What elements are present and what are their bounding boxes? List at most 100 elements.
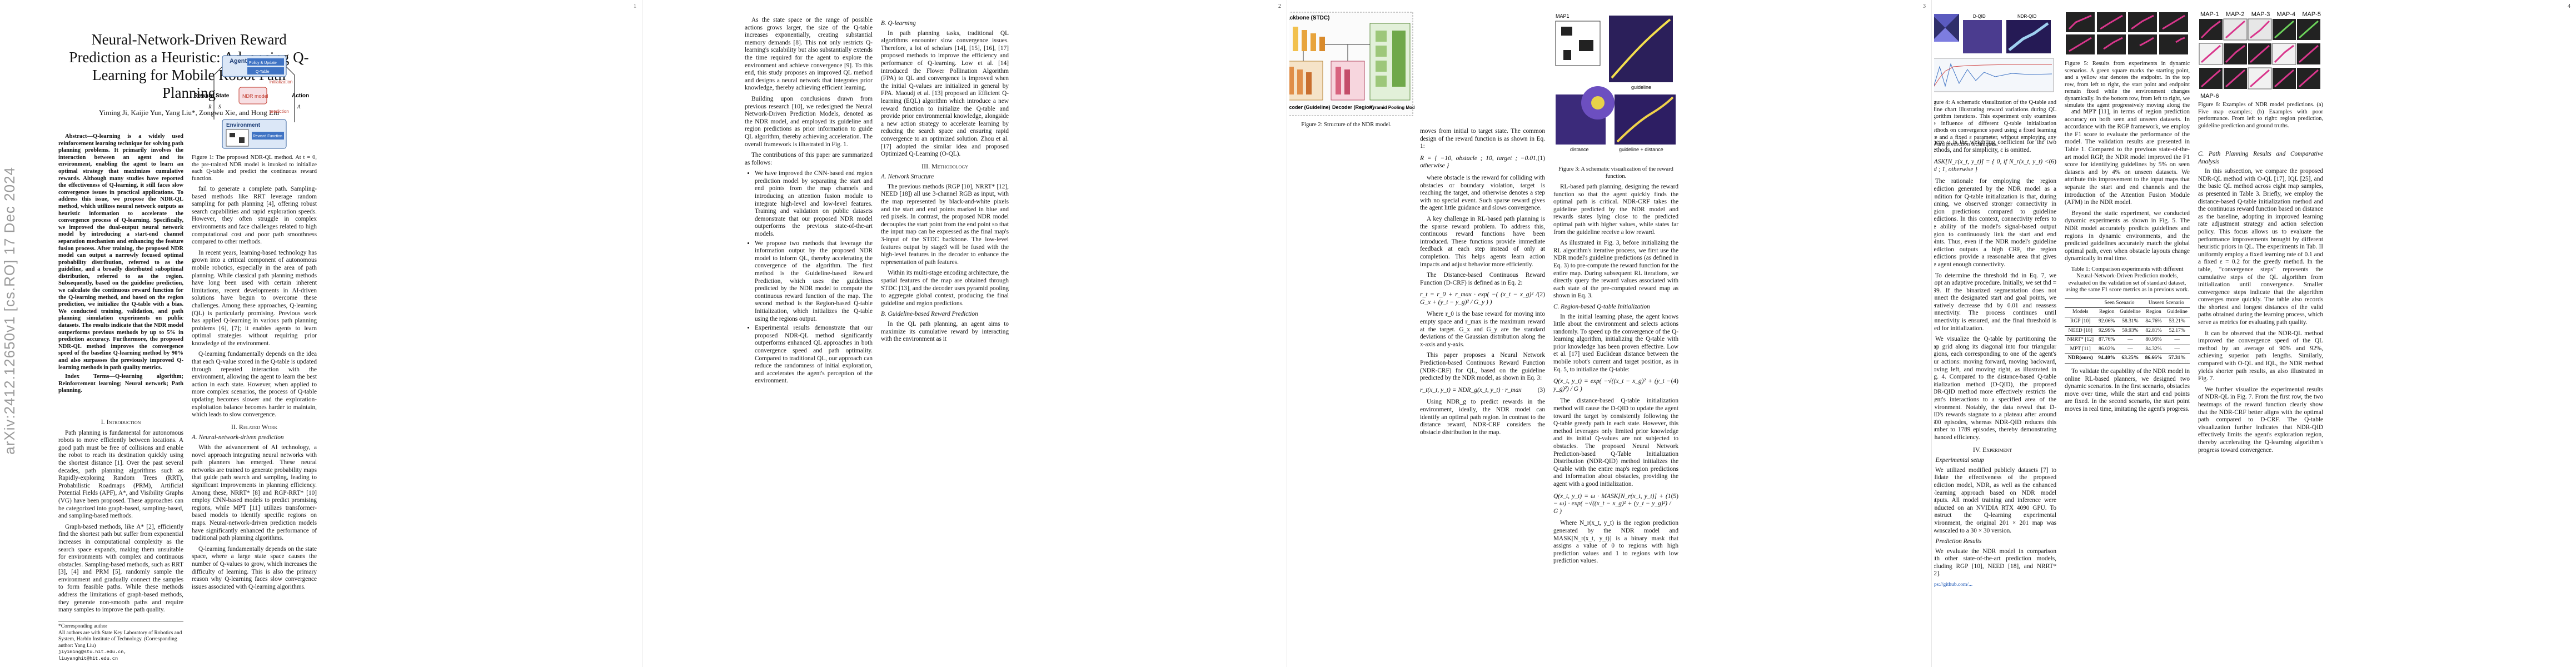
ndr-qid-region xyxy=(2008,22,2049,51)
table-cell: 59.93% xyxy=(2117,326,2143,336)
ndr-qid-reward-line xyxy=(1934,64,2052,87)
figure-6: MAP-1 MAP-2 MAP-3 MAP-4 MAP-5 xyxy=(2198,11,2323,139)
equation-4-number: (4) xyxy=(1671,378,1678,385)
r-symbol: R xyxy=(208,104,212,109)
figure-2: Backbone (STDC) Decoder (Guideline) Deco… xyxy=(1289,11,1414,289)
equation-4: Q(x_t, y_t) = exp( −√((x_t − x_g)² + (y_… xyxy=(1553,378,1678,393)
table-header: Guideline xyxy=(2117,307,2143,317)
predicted-path xyxy=(2299,69,2319,88)
table-cell: 86.02% xyxy=(2096,344,2118,354)
paragraph: As the state space or the range of possi… xyxy=(745,17,873,92)
decoder-guideline-label: Decoder (Guideline) xyxy=(1289,104,1331,110)
paragraph: moves from initial to target state. The … xyxy=(1420,128,1545,150)
table-row: NEED [18]92.99%59.93%82.81%52.17% xyxy=(2065,326,2190,336)
obstacle xyxy=(1563,50,1571,60)
figure-1-diagram: Agent Policy & Update Q-Table initializa… xyxy=(194,55,309,149)
ndr-model-box xyxy=(238,87,267,104)
subsection-heading: A. Neural-network-driven prediction xyxy=(192,434,284,441)
table-cell: 86.66% xyxy=(2142,354,2165,364)
paragraph: We further visualize the experimental re… xyxy=(2198,386,2323,454)
figure-2-caption: Figure 2: Structure of the NDR model. xyxy=(1301,122,1392,128)
figure-5-caption: Figure 5: Results from experiments in dy… xyxy=(2065,61,2190,111)
guideline-label: guideline xyxy=(1631,84,1651,90)
predicted-path xyxy=(2200,20,2221,39)
paragraph: Where N_r(x_t, y_t) is the region predic… xyxy=(1553,520,1678,565)
equation-1-body: R = { −10, obstacle ; 10, target ; −0.01… xyxy=(1420,155,1538,170)
figure-1: Agent Policy & Update Q-Table initializa… xyxy=(192,53,314,153)
ppm-label: Pyramid Pooling Module xyxy=(1369,105,1414,110)
a-symbol: A xyxy=(297,104,301,109)
decoder-block xyxy=(1289,67,1294,94)
map-label: MAP-1 xyxy=(2200,11,2219,18)
paragraph: Building upon conclusions drawn from pre… xyxy=(745,95,873,148)
predicted-path xyxy=(2299,20,2319,39)
page-number: 4 xyxy=(2568,3,2570,9)
table-row: RGP [10]92.06%58.31%84.76%53.21% xyxy=(2065,317,2190,327)
paragraph: The Distance-based Continuous Reward Fun… xyxy=(1420,272,1545,286)
footnotes: *Corresponding author All authors are wi… xyxy=(58,621,183,662)
page-2-right-column: B. Q-learning In path planning tasks, tr… xyxy=(881,17,1009,347)
map-thumbnail xyxy=(226,129,249,147)
predicted-path xyxy=(2250,69,2270,88)
obstacle xyxy=(1561,27,1572,36)
predicted-path xyxy=(2225,44,2245,63)
paragraph: fail to generate a complete path. Sampli… xyxy=(192,186,317,246)
page-4: 4 D-QID NDR-QID Figure 4: A schematic vi… xyxy=(1934,0,2576,667)
policy-label: Policy & Update xyxy=(249,61,277,65)
equation-5-body: Q(x_t, y_t) = ω · MASK[N_r(x_t, y_t)] + … xyxy=(1553,492,1671,515)
equation-2-number: (2) xyxy=(1537,291,1545,298)
obstacle xyxy=(239,137,245,143)
reward-line-chart xyxy=(1934,58,2054,92)
table-1-caption: Table 1: Comparison experiments with dif… xyxy=(2065,266,2189,293)
footnote-emails: jiyiming@stu.hit.edu.cn, liuyanghit@hit.… xyxy=(58,649,127,661)
table-cell: NDR(ours) xyxy=(2065,354,2096,364)
table-cell: MPT [11] xyxy=(2065,344,2096,354)
table-cell: NEED [18] xyxy=(2065,326,2096,336)
action-triangle xyxy=(1934,14,1959,28)
pool-block xyxy=(1376,46,1387,57)
table-cell: 84.32% xyxy=(2142,344,2165,354)
subsection-heading: B. Q-learning xyxy=(881,20,916,27)
decoder-block xyxy=(1344,69,1350,94)
paragraph: We evaluate the NDR model in comparison … xyxy=(1934,547,2056,578)
equation-3-body: r_t(x_t, y_t) = NDR_g(x_t, y_t) · r_max xyxy=(1420,386,1522,394)
footnote: All authors are with State Key Laborator… xyxy=(58,630,182,649)
table-cell: — xyxy=(2117,335,2143,345)
paragraph: A key challenge in RL-based path plannin… xyxy=(1420,215,1545,268)
table-cell: — xyxy=(2164,344,2190,354)
contribution-item: We have improved the CNN-based end regio… xyxy=(755,170,873,238)
subsection-heading: B. Guideline-based Reward Prediction xyxy=(881,311,978,318)
paragraph: Where r_0 is the base reward for moving … xyxy=(1420,311,1545,348)
page-4-middle-column: and MPT [11], in terms of region predict… xyxy=(2065,108,2190,417)
decoder-block xyxy=(1297,69,1303,94)
distance-peak xyxy=(1591,96,1605,109)
predicted-path xyxy=(2274,20,2294,39)
paragraph: RL-based path planning, designing the re… xyxy=(1553,183,1678,236)
page-2-left-column: As the state space or the range of possi… xyxy=(745,17,873,389)
arrow-line xyxy=(286,66,295,76)
predicted-path xyxy=(2225,20,2245,39)
page-3-left-column: moves from initial to target state. The … xyxy=(1420,128,1545,440)
abstract-text: Abstract—Q-learning is a widely used rei… xyxy=(58,133,183,371)
paragraph: In the initial learning phase, the agent… xyxy=(1553,313,1678,373)
intro-column: I. Introduction Path planning is fundame… xyxy=(58,414,183,618)
d-qid-reward-line xyxy=(1934,63,2052,87)
figure-6-caption: Figure 6: Examples of NDR model predicti… xyxy=(2198,102,2323,129)
map1-label: MAP1 xyxy=(1556,13,1569,19)
figure-5-grid xyxy=(2066,12,2188,54)
figure-1-caption: Figure 1: The proposed NDR-QL method. At… xyxy=(192,155,317,182)
table-row: NRRT* [12]87.76%—80.95%— xyxy=(2065,335,2190,345)
abstract: Abstract—Q-learning is a widely used rei… xyxy=(58,133,183,397)
section-heading: IV. Experiment xyxy=(1972,445,2012,454)
footnote-url[interactable]: https://github.com/... xyxy=(1934,582,1973,588)
equation-1-number: (1) xyxy=(1537,155,1545,162)
figure-4: D-QID NDR-QID Figure 4: A schematic visu… xyxy=(1934,11,2056,178)
page-2: 2 As the state space or the range of pos… xyxy=(645,0,1287,667)
equation-5-number: (5) xyxy=(1671,492,1678,500)
guideline-plus-distance-label: guideline + distance xyxy=(1619,147,1663,152)
stage-block xyxy=(1293,27,1298,51)
stage-block xyxy=(1311,33,1316,51)
paragraph: In path planning tasks, traditional QL a… xyxy=(881,29,1009,158)
map-label: MAP-5 xyxy=(2302,11,2321,18)
table-cell: 87.76% xyxy=(2096,335,2118,345)
